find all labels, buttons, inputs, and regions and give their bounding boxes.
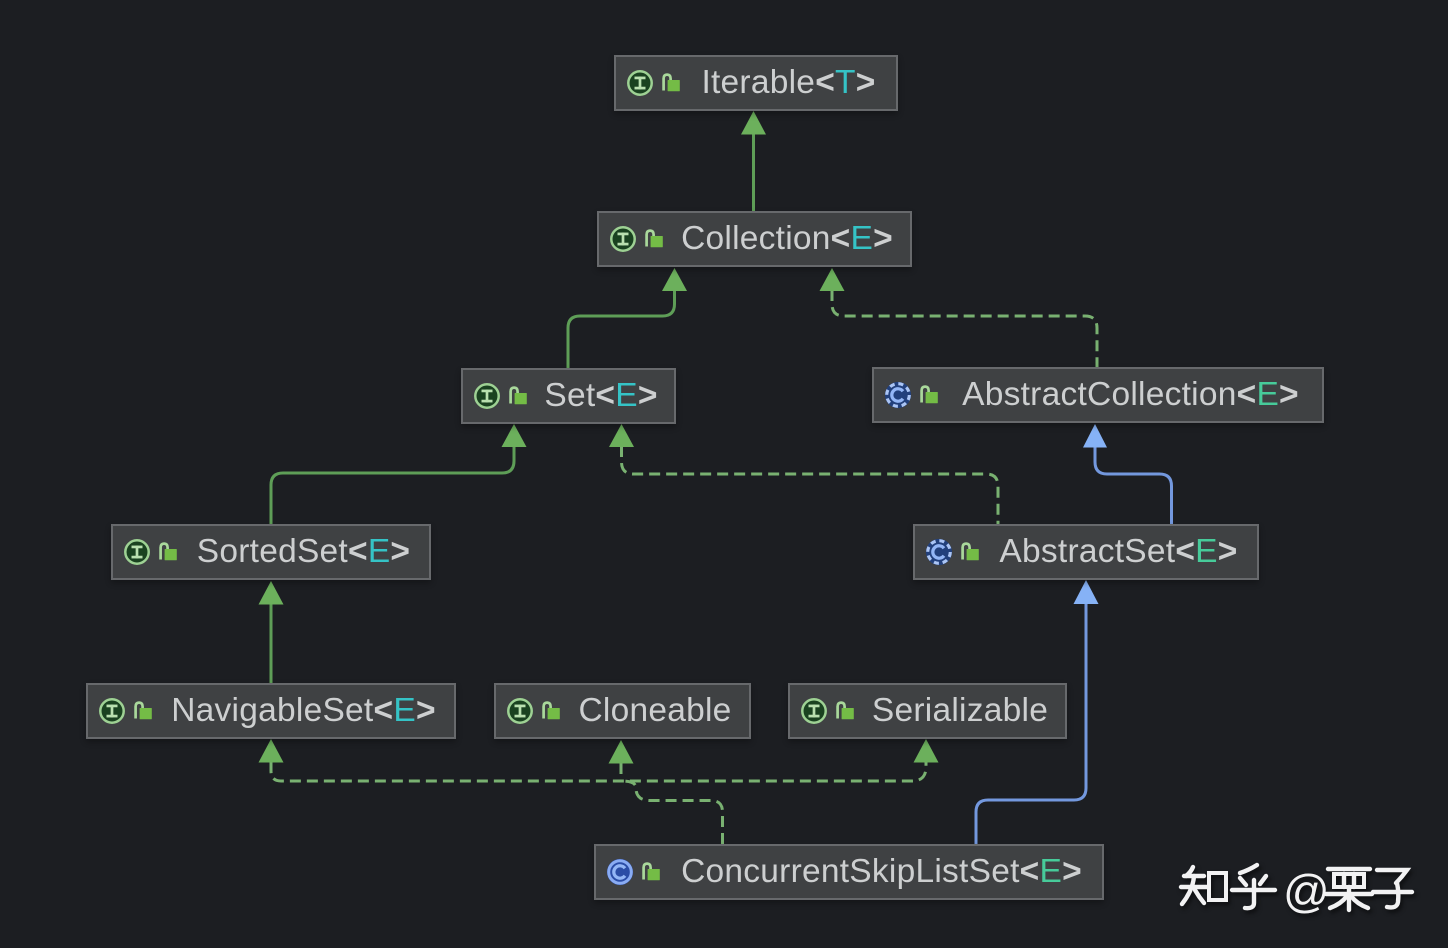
svg-text:@: @ bbox=[1283, 865, 1330, 917]
